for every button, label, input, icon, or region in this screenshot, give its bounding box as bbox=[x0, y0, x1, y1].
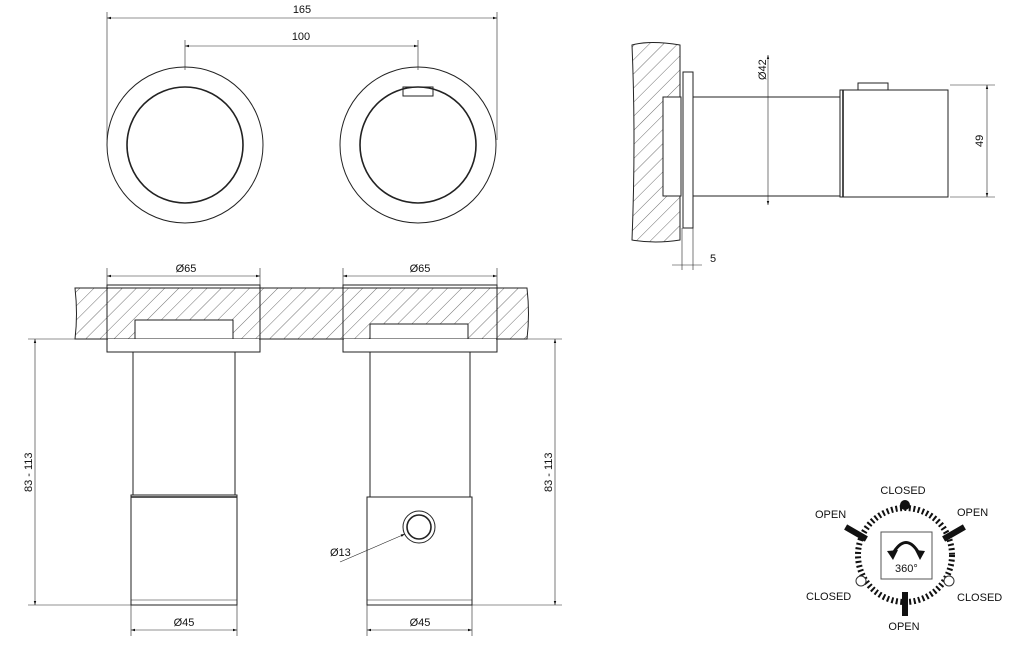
dimension-depth-left-label: 83 - 113 bbox=[23, 452, 35, 492]
label-open-left: OPEN bbox=[815, 509, 846, 521]
label-closed-right: CLOSED bbox=[957, 592, 1002, 604]
dimension-45-left-label: Ø45 bbox=[174, 617, 195, 629]
rotation-box bbox=[880, 531, 933, 580]
dimension-65-left-label: Ø65 bbox=[176, 263, 197, 275]
top-view: 165 100 bbox=[106, 4, 498, 224]
label-open-right: OPEN bbox=[957, 507, 988, 519]
dimension-49-label: 49 bbox=[974, 135, 986, 147]
label-open-bottom: OPEN bbox=[888, 621, 919, 633]
front-section: Ø65 Ø45 83 - 113 Ø13 Ø65 Ø45 83 - 113 bbox=[23, 263, 562, 636]
dimension-45-right-label: Ø45 bbox=[410, 617, 431, 629]
dimension-5-label: 5 bbox=[710, 253, 716, 265]
right-knob-inner bbox=[359, 86, 477, 204]
label-closed-left: CLOSED bbox=[806, 591, 851, 603]
dimension-165-label: 165 bbox=[293, 4, 311, 16]
closed-marker-filled bbox=[900, 500, 910, 510]
dimension-65-right-label: Ø65 bbox=[410, 263, 431, 275]
side-view: Ø42 49 5 bbox=[631, 42, 995, 270]
right-knob-outer bbox=[339, 66, 497, 224]
left-knob-outer bbox=[106, 66, 264, 224]
dimension-100-label: 100 bbox=[292, 31, 310, 43]
right-knob-tab bbox=[402, 86, 434, 97]
label-closed-top: CLOSED bbox=[880, 485, 925, 497]
closed-marker-right bbox=[943, 575, 955, 587]
dimension-depth-right-label: 83 - 113 bbox=[543, 452, 555, 492]
dimension-13-label: Ø13 bbox=[330, 547, 351, 559]
left-knob-inner bbox=[126, 86, 244, 204]
dimension-42-label: Ø42 bbox=[757, 59, 769, 80]
rotation-label: 360° bbox=[895, 563, 918, 575]
rotation-dial: 360° CLOSED OPEN OPEN CLOSED CLOSED OPEN bbox=[806, 485, 1002, 633]
closed-marker-left bbox=[855, 575, 867, 587]
